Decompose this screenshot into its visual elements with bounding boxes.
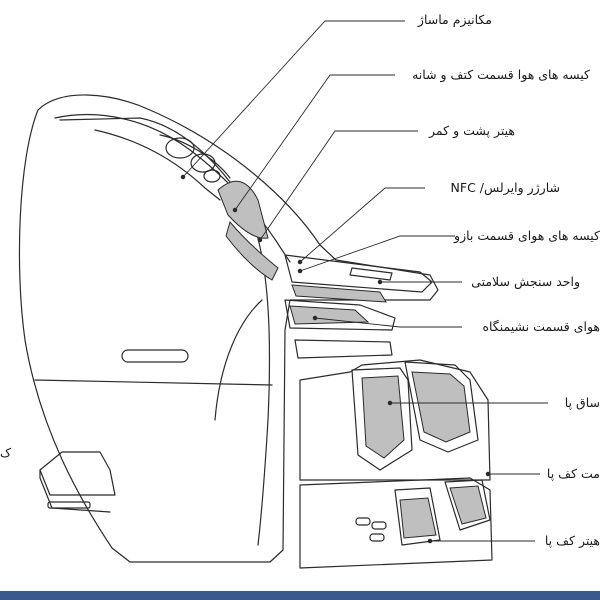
massage-roller-2 [190, 153, 216, 173]
foot-button-3 [369, 533, 385, 542]
hood-inner [94, 129, 221, 201]
footrest [299, 477, 493, 569]
leader-back-heater [259, 130, 418, 241]
calf-airbag-right [411, 371, 471, 443]
airbag-zones [217, 180, 487, 539]
arm-airbag [291, 284, 387, 303]
armrest-top [284, 254, 433, 293]
seat-cushion [284, 299, 396, 331]
label-health-unit: واحد سنجش سلامتی [471, 274, 580, 289]
foot-well-left [394, 487, 441, 546]
chair-shell [18, 94, 439, 563]
leader-massage-mechanism [182, 20, 405, 178]
side-panel-handle [121, 349, 189, 363]
label-sole-airbags: مت کف پا [546, 466, 600, 481]
label-calf-airbags: ساق پا [564, 395, 600, 410]
label-back-heater: هیتر پشت و کمر [429, 123, 515, 138]
calf-airbag-left [361, 375, 405, 459]
base-foot [47, 501, 91, 509]
foot-well-right [444, 479, 491, 531]
calf-rest-left [351, 367, 413, 471]
armrest-display [349, 267, 393, 281]
label-left-edge-fragment: ک [0, 445, 12, 460]
label-massage-mechanism: مکانیزم ماساژ [417, 12, 492, 27]
leader-arm-airbags [299, 235, 455, 272]
calf-rest-right [404, 361, 479, 453]
leader-seat-airbags [314, 317, 462, 328]
leader-lines [180, 20, 548, 544]
hood-top [59, 117, 231, 183]
label-sole-heater: هیتر کف پا [544, 533, 600, 548]
seat-front [294, 339, 393, 359]
label-seat-airbags: هوای قسمت نشیمنگاه [482, 319, 600, 334]
label-wireless-charger: شارژر وایرلس/ NFC [450, 180, 560, 195]
base-skid [39, 469, 111, 513]
leader-shoulder-airbags [234, 74, 395, 211]
foot-button-2 [371, 521, 387, 530]
roller-track [159, 134, 231, 179]
massage-roller-3 [203, 169, 221, 183]
foot-button-1 [355, 517, 371, 526]
sole-airbag-right [449, 485, 487, 525]
side-panel-seam [34, 379, 273, 386]
back-airbag [225, 220, 279, 281]
label-shoulder-airbags: کیسه های هوا قسمت کتف و شانه [412, 67, 590, 82]
shoulder-airbag [217, 180, 269, 239]
shell-rear-contour [214, 299, 263, 421]
base-plinth [39, 451, 116, 496]
leader-wireless-charger [299, 187, 425, 263]
label-arm-airbags: کیسه های هوای قسمت بازو [454, 228, 600, 243]
seat-airbag [289, 305, 370, 325]
shell-inner-edge [54, 113, 291, 263]
sole-airbag-left [399, 497, 437, 539]
bottom-accent-bar [0, 591, 600, 600]
